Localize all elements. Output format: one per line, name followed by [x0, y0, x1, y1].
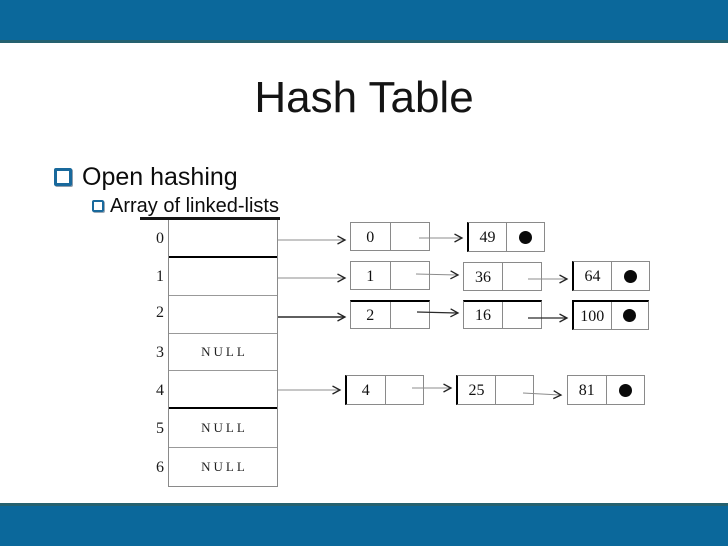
- node-value: 25: [458, 376, 496, 404]
- bottom-bar: [0, 503, 728, 546]
- array-row-4: [169, 371, 277, 410]
- array-row-5: NULL: [169, 409, 277, 449]
- node-pointer-cell: [607, 376, 645, 404]
- list-node: 16: [463, 300, 542, 329]
- node-pointer-cell: [612, 302, 649, 329]
- list-node: 25: [456, 375, 534, 405]
- null-label: NULL: [201, 420, 248, 436]
- hash-array: NULL NULL NULL: [168, 220, 278, 487]
- node-value: 81: [568, 376, 607, 404]
- array-index-label-2: 2: [156, 304, 164, 321]
- null-label: NULL: [201, 459, 248, 475]
- node-value: 4: [347, 376, 386, 404]
- node-value: 36: [464, 263, 503, 290]
- list-node: 100: [572, 300, 649, 330]
- node-value: 100: [574, 302, 612, 329]
- array-row-3: NULL: [169, 334, 277, 372]
- list-node: 1: [350, 261, 430, 290]
- node-value: 64: [574, 262, 612, 290]
- list-node: 36: [463, 262, 542, 291]
- list-node: 4: [345, 375, 424, 405]
- bullet-square-icon: [92, 200, 104, 212]
- node-pointer-cell: [496, 376, 533, 404]
- underline-rule: [140, 217, 280, 220]
- null-pointer-dot-icon: [624, 269, 637, 283]
- node-pointer-cell: [507, 223, 544, 251]
- array-row-0: [169, 220, 277, 258]
- top-bar: [0, 0, 728, 43]
- bullet-item-array-of-linked-lists: Array of linked-lists: [92, 195, 279, 217]
- node-pointer-cell: [503, 302, 541, 328]
- array-row-2: [169, 296, 277, 334]
- node-value: 0: [351, 223, 391, 250]
- node-pointer-cell: [612, 262, 649, 290]
- bullet-text-underlined: linked-lists: [185, 194, 279, 217]
- list-node: 49: [467, 222, 545, 252]
- array-index-label-0: 0: [156, 230, 164, 247]
- array-row-6: NULL: [169, 448, 277, 486]
- node-pointer-cell: [503, 263, 541, 290]
- null-pointer-dot-icon: [618, 383, 632, 397]
- null-pointer-dot-icon: [519, 230, 532, 244]
- node-pointer-cell: [391, 223, 430, 250]
- list-node: 81: [567, 375, 645, 405]
- array-index-label-6: 6: [156, 459, 164, 476]
- node-pointer-cell: [386, 376, 424, 404]
- array-index-label-5: 5: [156, 420, 164, 437]
- node-value: 2: [351, 302, 391, 328]
- array-index-label-4: 4: [156, 382, 164, 399]
- array-index-label-1: 1: [156, 268, 164, 285]
- node-value: 16: [464, 302, 503, 328]
- bullet-square-icon: [54, 168, 72, 186]
- list-node: 2: [350, 300, 430, 329]
- list-node: 0: [350, 222, 430, 251]
- array-row-1: [169, 258, 277, 296]
- null-pointer-dot-icon: [623, 309, 637, 322]
- node-pointer-cell: [391, 262, 430, 289]
- bullet-item-open-hashing: Open hashing: [54, 163, 238, 191]
- node-value: 49: [469, 223, 507, 251]
- list-node: 64: [572, 261, 650, 291]
- bullet-text-open-hashing: Open hashing: [82, 162, 238, 191]
- array-index-label-3: 3: [156, 344, 164, 361]
- node-pointer-cell: [391, 302, 430, 328]
- page-title: Hash Table: [254, 73, 474, 122]
- null-label: NULL: [201, 344, 248, 359]
- node-value: 1: [351, 262, 391, 289]
- bullet-text-prefix: Array of: [110, 194, 186, 217]
- bullet-text-array-of-linked-lists: Array of linked-lists: [110, 195, 279, 218]
